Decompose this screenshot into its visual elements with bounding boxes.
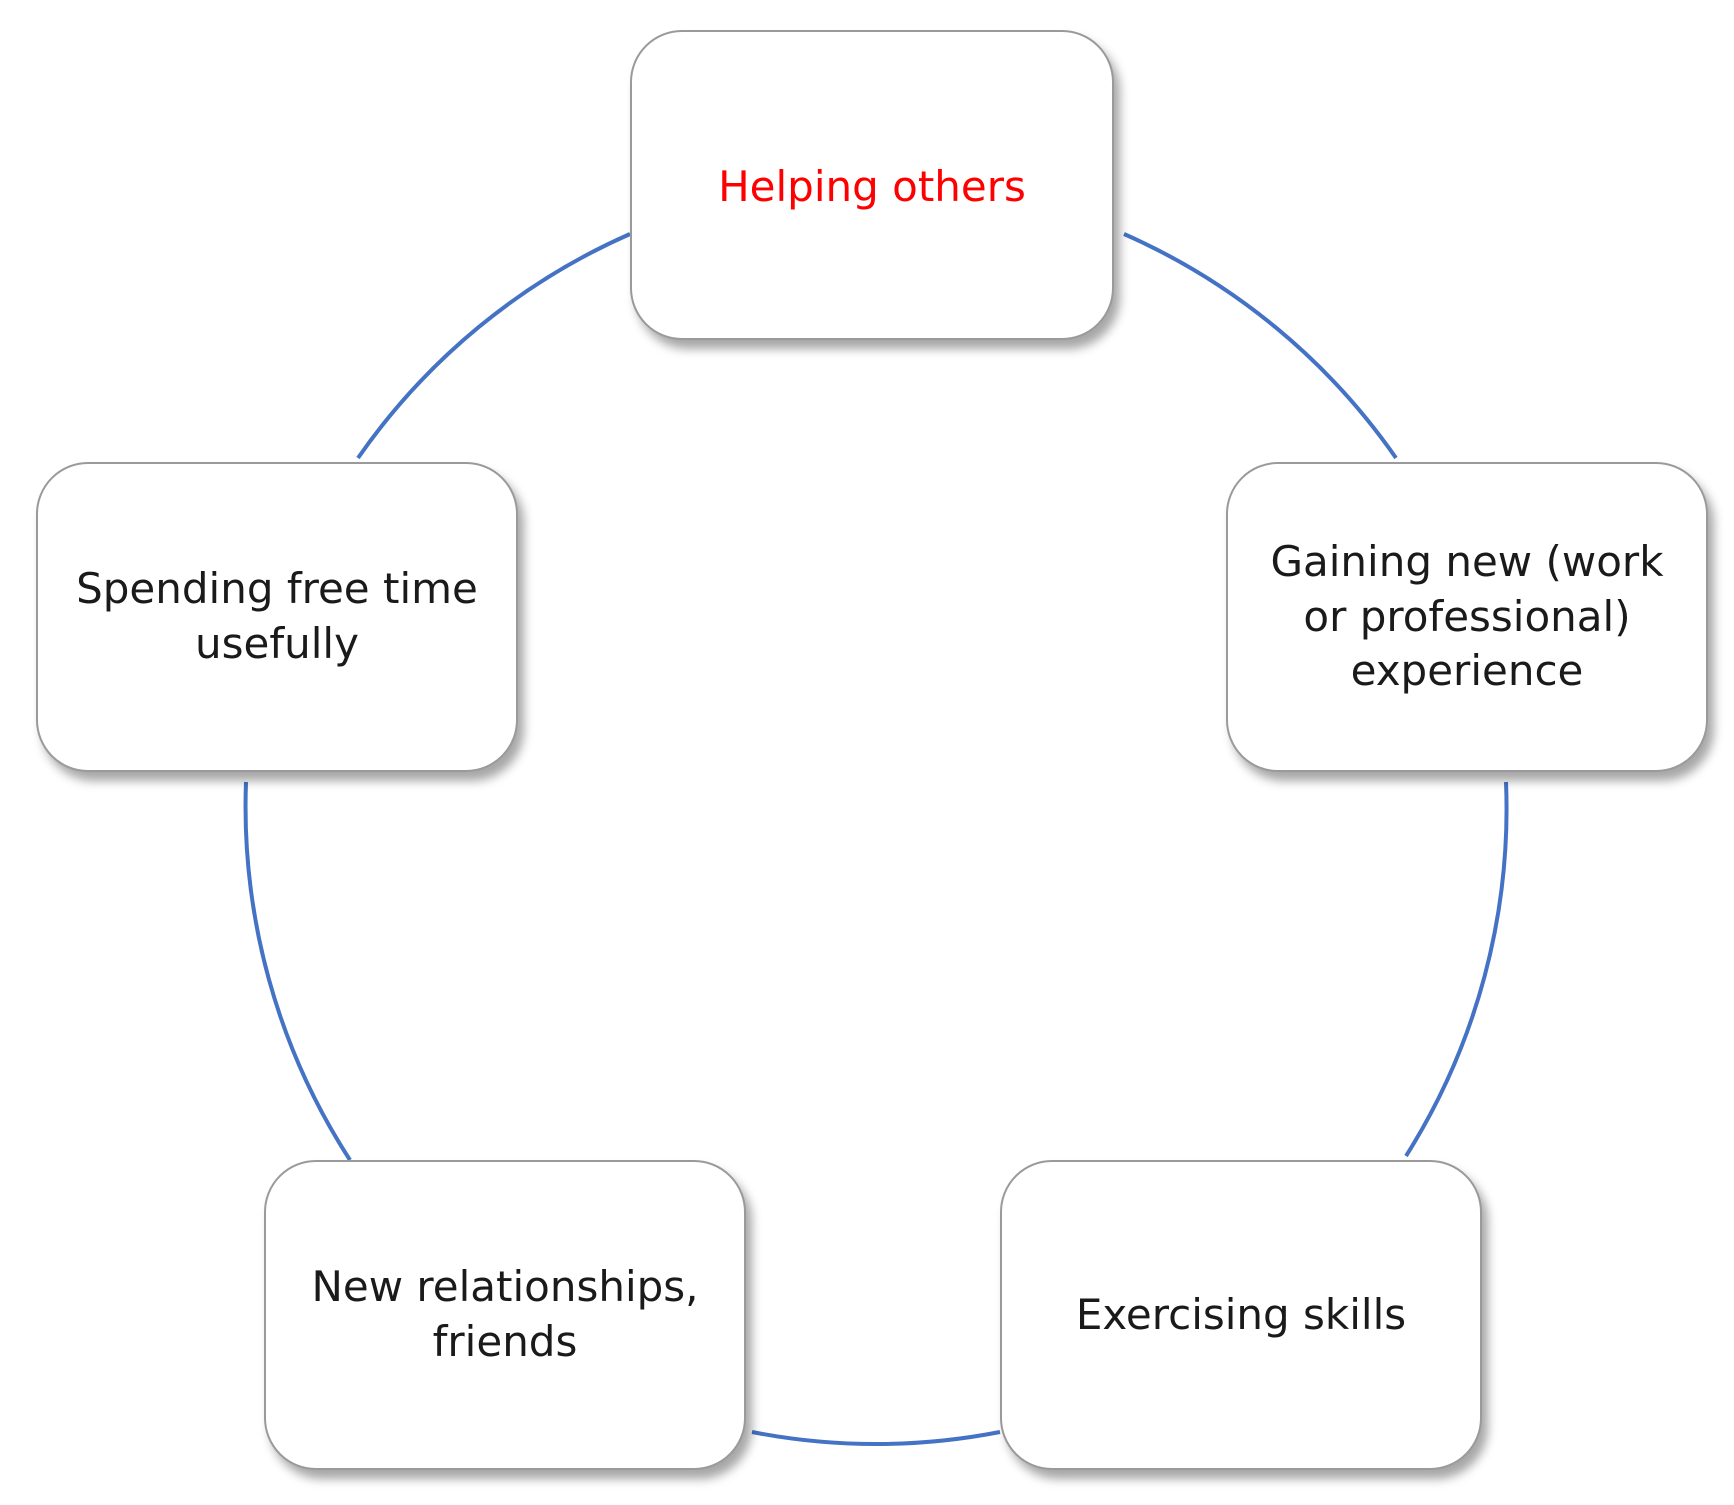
node-label: Gaining new (work or professional) exper… <box>1270 537 1664 696</box>
ring-arc-bottom <box>751 1430 1001 1446</box>
ring-arc-top-right <box>1123 232 1398 460</box>
node-gaining-experience: Gaining new (work or professional) exper… <box>1226 462 1708 772</box>
node-label: Helping others <box>718 162 1026 211</box>
node-spending-free-time: Spending free time usefully <box>36 462 518 772</box>
ring-arc-left-top <box>356 232 631 460</box>
node-label: Exercising skills <box>1075 1289 1407 1339</box>
node-label: Spending free time usefully <box>76 564 478 668</box>
node-label: New relationships, friends <box>311 1262 699 1366</box>
node-exercising-skills: Exercising skills <box>1000 1160 1482 1470</box>
node-helping-others: Helping others <box>630 30 1114 340</box>
node-new-relationships: New relationships, friends <box>264 1160 746 1470</box>
ring-arc-bottomleft-left <box>243 781 352 1162</box>
ring-arc-right-bottomright <box>1404 781 1509 1158</box>
